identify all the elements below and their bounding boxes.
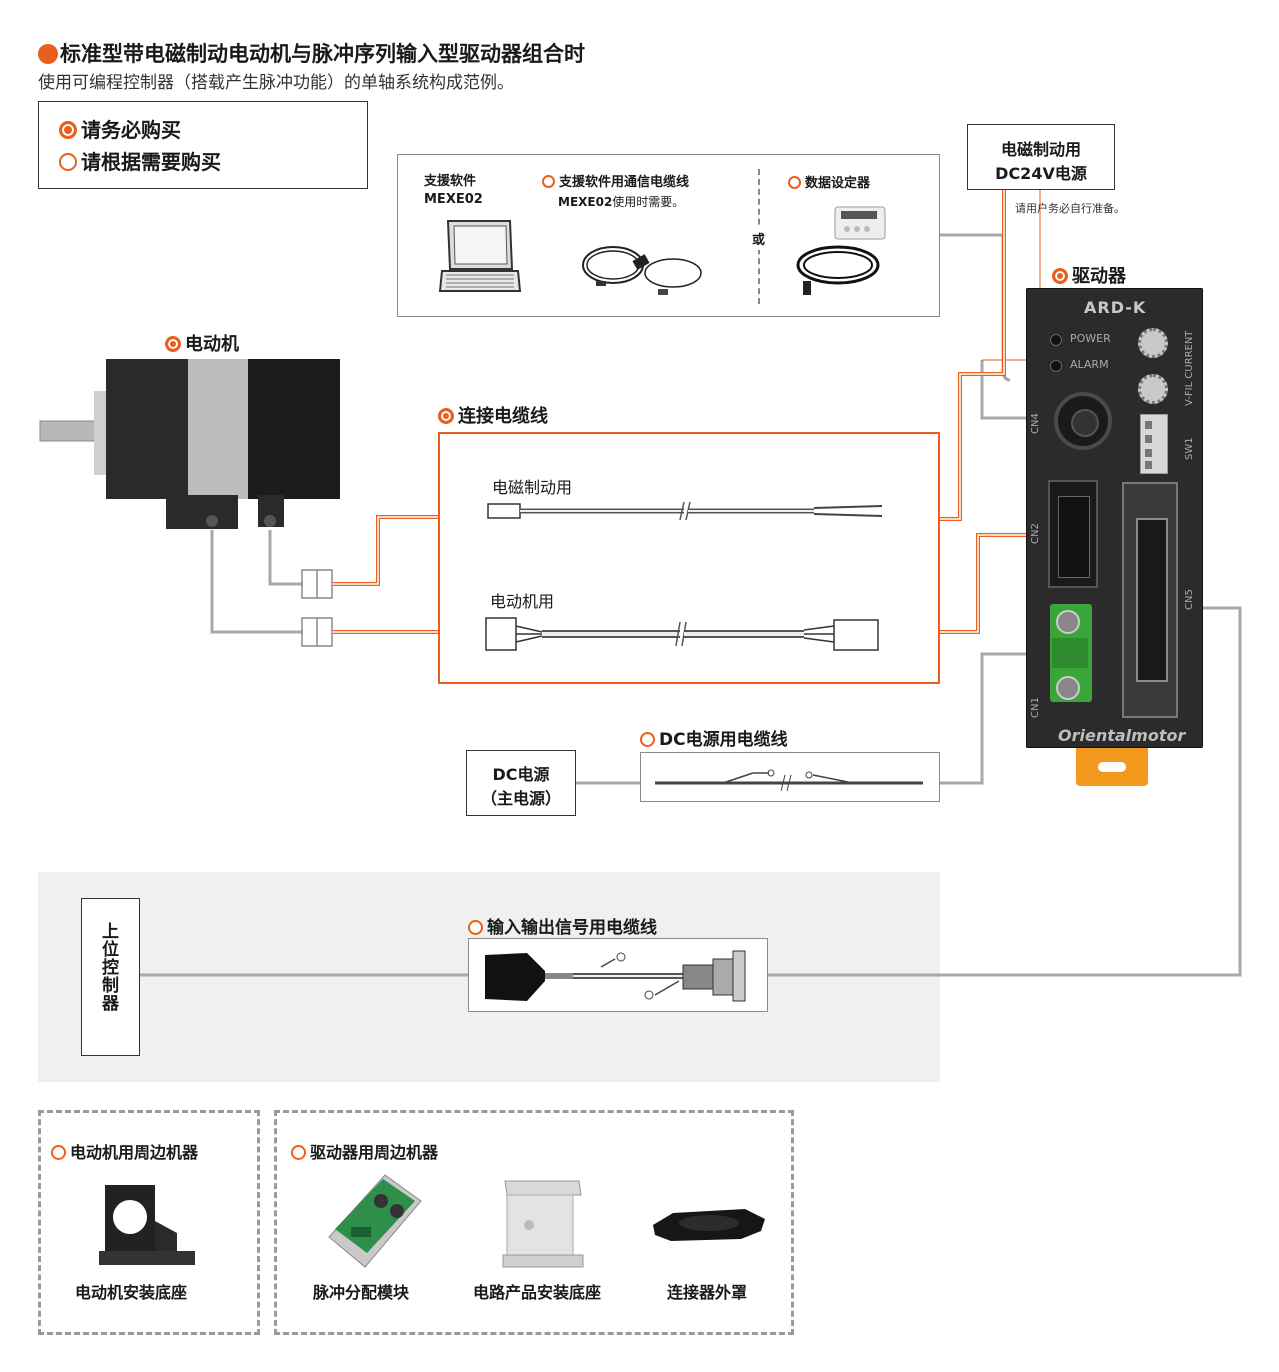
motor-peripherals-title: 电动机用周边机器 xyxy=(51,1139,198,1163)
or-label: 或 xyxy=(752,227,766,250)
comm-cable-note: MEXE02使用时需要。 xyxy=(558,195,685,209)
motor-peripherals-box: 电动机用周边机器 电动机安装底座 xyxy=(38,1110,260,1335)
data-setter-label: 数据设定器 xyxy=(788,172,870,191)
motor-label: 电动机 xyxy=(165,330,239,356)
cn2-label: CN2 xyxy=(1030,523,1041,544)
motor-icon xyxy=(39,359,340,529)
software-label: 支援软件 MEXE02 xyxy=(424,174,483,207)
controller-box: 上位控制器 xyxy=(81,898,140,1056)
power-led-label: POWER xyxy=(1070,332,1111,345)
din-mount-label: 电路产品安装底座 xyxy=(473,1283,602,1302)
legend-box: 请务必购买 请根据需要购买 xyxy=(38,101,368,189)
alarm-led-icon xyxy=(1050,360,1062,372)
motor-mount-icon xyxy=(99,1185,195,1265)
dc-power-line xyxy=(940,652,1040,785)
optional-circle-icon xyxy=(640,732,655,747)
software-box: 支援软件 MEXE02 支援软件用通信电缆线 MEXE02使用时需要。 或 数据… xyxy=(397,154,940,317)
required-dot-icon xyxy=(38,44,58,64)
optional-circle-icon xyxy=(542,175,555,188)
cn5-port[interactable] xyxy=(1122,482,1178,718)
data-setter-icon xyxy=(796,206,886,295)
brake-power-note: 请用户务必自行准备。 xyxy=(1015,202,1125,215)
alarm-led-label: ALARM xyxy=(1070,358,1109,371)
cn4-port[interactable] xyxy=(1054,392,1112,450)
software-line xyxy=(940,233,1011,382)
required-circle-icon xyxy=(438,408,454,424)
driver-brand: Orientalmotor xyxy=(1058,726,1186,745)
dc-cable-icon xyxy=(655,769,923,792)
brake-cable-label: 电磁制动用 xyxy=(492,478,573,497)
optional-circle-icon xyxy=(51,1145,66,1160)
driver-label: 驱动器 xyxy=(1052,262,1126,288)
pulse-module-label: 脉冲分配模块 xyxy=(313,1283,410,1302)
driver-model: ARD-K xyxy=(1084,298,1147,317)
io-cable-icon xyxy=(485,950,746,1002)
cn1-terminal[interactable] xyxy=(1050,604,1092,702)
io-cable-box xyxy=(468,938,768,1012)
cn2-port[interactable] xyxy=(1048,480,1098,588)
cn1-label: CN1 xyxy=(1030,697,1041,718)
vfil-dial-icon[interactable] xyxy=(1138,328,1168,358)
connector-cover-icon xyxy=(653,1209,765,1241)
optional-circle-icon xyxy=(788,176,801,189)
brake-cable-line xyxy=(333,515,438,586)
driver-peripherals-title: 驱动器用周边机器 xyxy=(291,1139,438,1163)
dc-cable-box xyxy=(640,752,940,802)
io-cable-label: 输入输出信号用电缆线 xyxy=(468,913,657,938)
cn4-line xyxy=(980,360,1040,420)
comm-cable-label: 支援软件用通信电缆线 xyxy=(542,171,689,190)
dc-cable-label: DC电源用电缆线 xyxy=(640,725,788,750)
pulse-module-icon xyxy=(328,1174,422,1268)
optional-circle-icon xyxy=(291,1145,306,1160)
motor-cable-icon xyxy=(485,617,879,651)
driver-peripherals-box: 驱动器用周边机器 脉冲分配模块 电路产品安装底座 连接器外罩 xyxy=(274,1110,794,1335)
required-circle-icon xyxy=(1052,268,1068,284)
optional-circle-icon xyxy=(59,153,77,171)
brake-power-line xyxy=(940,190,1006,521)
driver-unit: ARD-K POWER ALARM V-FIL CURRENT CN4 SW1 … xyxy=(1026,288,1203,748)
dc-power-box: DC电源 （主电源） xyxy=(466,750,576,816)
optional-circle-icon xyxy=(468,920,483,935)
legend-optional: 请根据需要购买 xyxy=(59,146,221,175)
cn4-label: CN4 xyxy=(1030,413,1041,434)
laptop-icon xyxy=(438,220,522,292)
comm-cable-icon xyxy=(582,246,702,295)
sw1-dip-switch[interactable] xyxy=(1140,414,1168,474)
brake-cable-icon xyxy=(487,501,883,521)
power-led-icon xyxy=(1050,334,1062,346)
legend-required: 请务必购买 xyxy=(59,114,181,143)
cn5-label: CN5 xyxy=(1184,589,1195,610)
connection-cable-box: 电磁制动用 电动机用 xyxy=(438,432,940,684)
current-dial-icon[interactable] xyxy=(1138,374,1168,404)
din-clip xyxy=(1076,748,1148,786)
connection-cable-label: 连接电缆线 xyxy=(438,402,548,428)
page-subtitle: 使用可编程控制器（搭载产生脉冲功能）的单轴系统构成范例。 xyxy=(38,73,514,93)
sw1-label: SW1 xyxy=(1184,437,1195,460)
motor-mount-label: 电动机安装底座 xyxy=(75,1283,188,1302)
motor-cable-label: 电动机用 xyxy=(490,592,555,611)
required-circle-icon xyxy=(165,336,181,352)
required-circle-icon xyxy=(59,121,77,139)
din-mount-icon xyxy=(502,1180,584,1268)
connector-cover-label: 连接器外罩 xyxy=(667,1283,748,1302)
vfil-current-label: V-FIL CURRENT xyxy=(1184,330,1195,406)
page-title: 标准型带电磁制动电动机与脉冲序列输入型驱动器组合时 xyxy=(38,38,585,68)
brake-power-box: 电磁制动用 DC24V电源 xyxy=(967,124,1115,190)
